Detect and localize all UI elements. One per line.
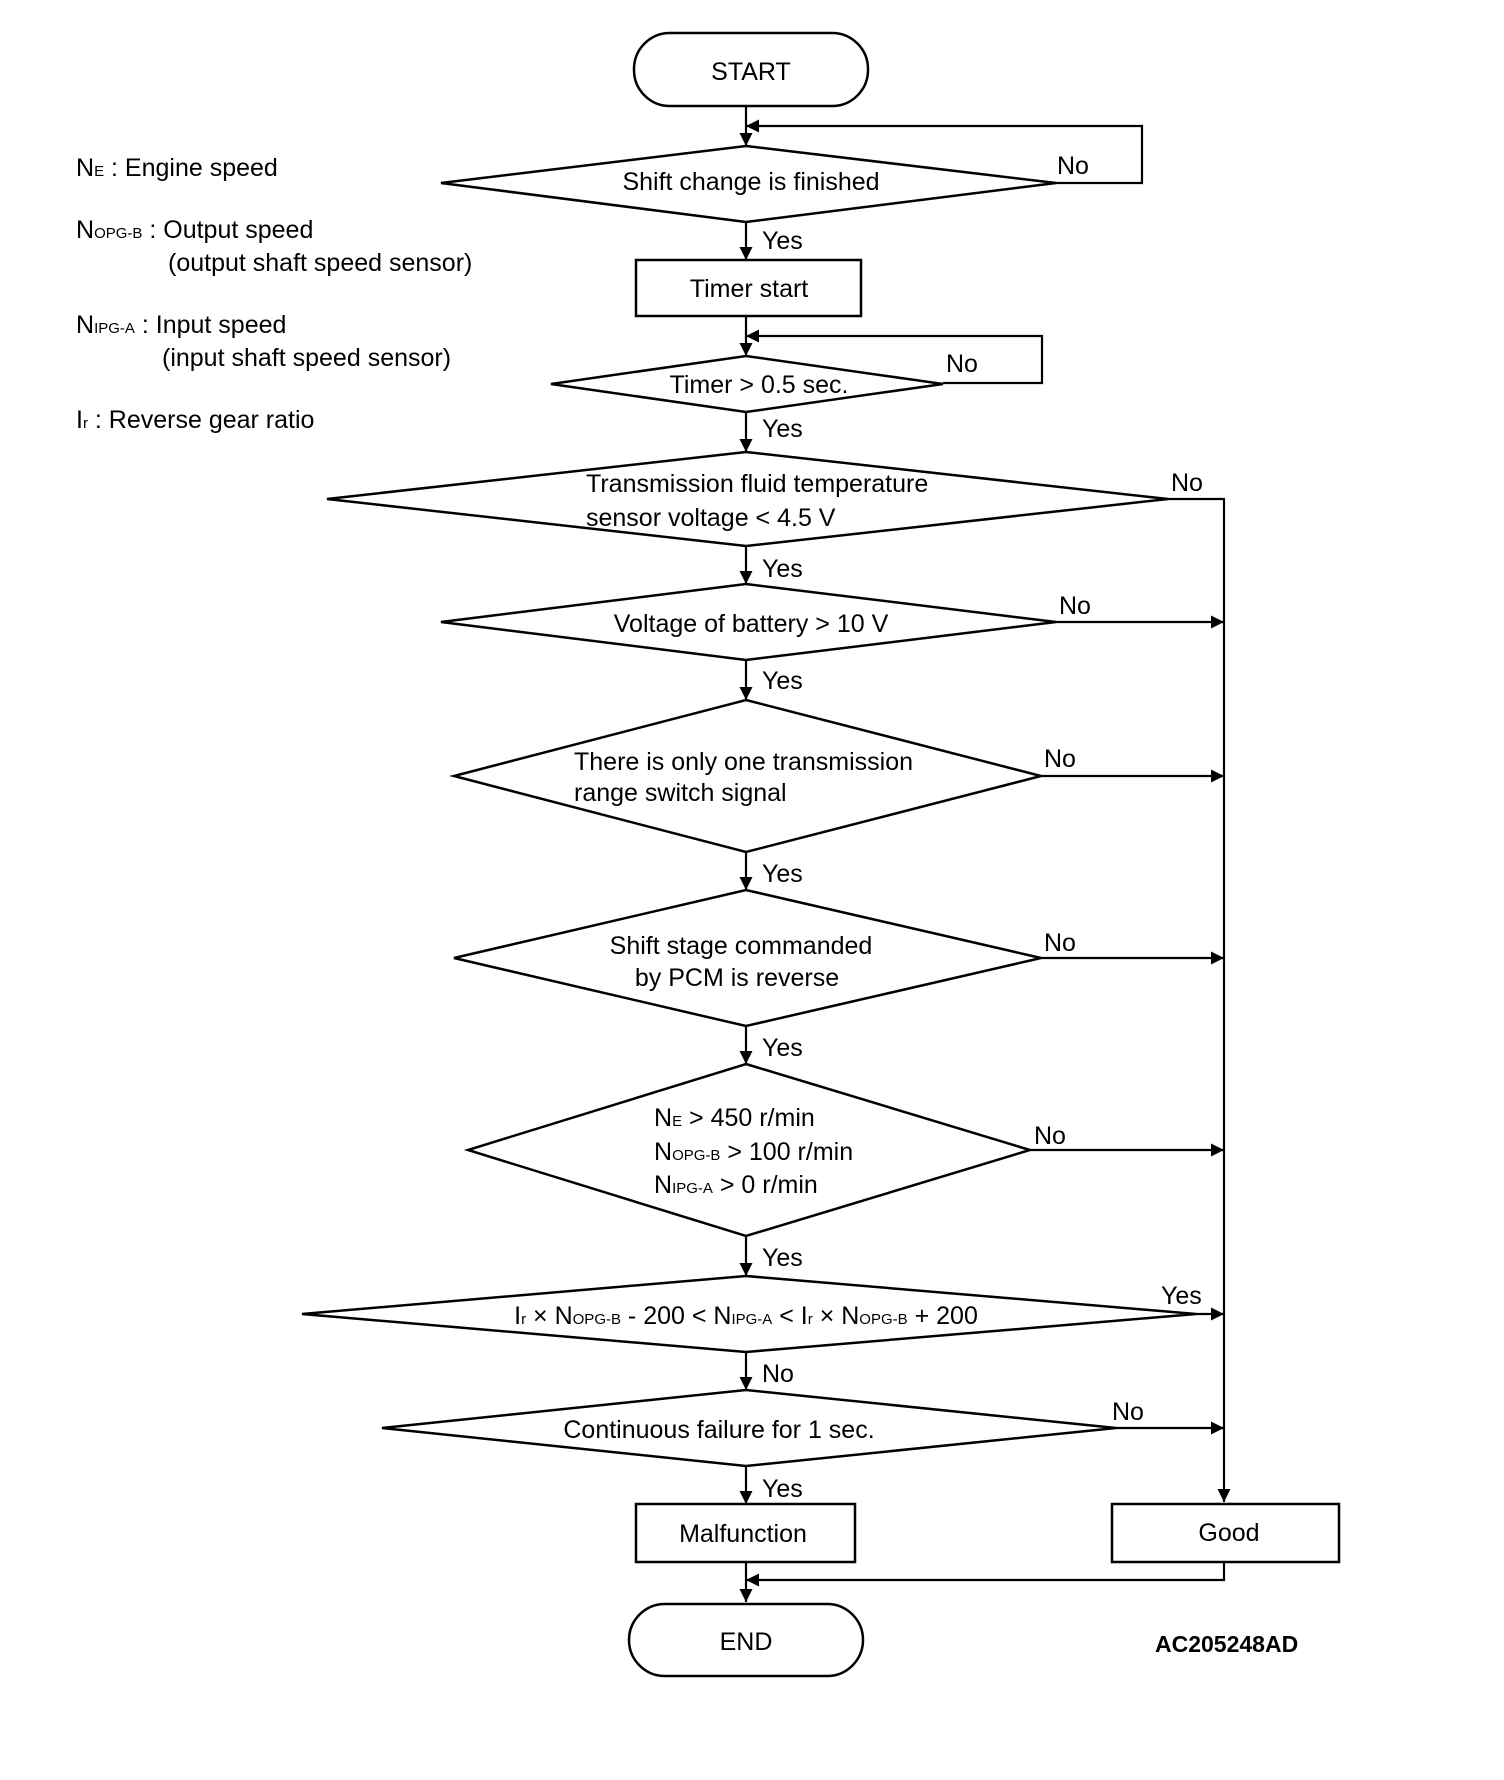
legend-nopg: NOPG-B : Output speed [76,216,313,244]
legend-nipg: NIPG-A : Input speed [76,311,286,339]
ratio-label: Ir × NOPG-B - 200 < NIPG-A < Ir × NOPG-B… [514,1302,978,1330]
timer-start-label: Timer start [690,275,809,303]
process-malfunction: Malfunction [634,1502,857,1564]
no-bus-to-good [1168,497,1231,1502]
shift-stage-label-1: Shift stage commanded [610,932,873,960]
no-label-fluid: No [1171,469,1203,497]
timer-label: Timer > 0.5 sec. [670,371,849,399]
speed-nipg-label: NIPG-A > 0 r/min [654,1171,818,1199]
shift-finished-label: Shift change is finished [622,168,879,196]
range-switch-label-1: There is only one transmission [574,748,913,776]
continuous-label: Continuous failure for 1 sec. [563,1416,874,1444]
decision-shift-stage: Shift stage commanded by PCM is reverse [453,888,1042,1028]
figure-code: AC205248AD [1155,1631,1298,1657]
process-good: Good [1110,1502,1341,1564]
yes-label-continuous: Yes [762,1475,803,1503]
end-label: END [720,1628,773,1656]
no-label-timer: No [946,350,978,378]
process-timer-start: Timer start [634,258,863,318]
malfunction-label: Malfunction [679,1520,807,1548]
decision-timer: Timer > 0.5 sec. [550,354,944,414]
no-label-range: No [1044,745,1076,773]
decision-speeds: NE > 450 r/min NOPG-B > 100 r/min NIPG-A… [463,1062,1035,1238]
decision-shift-finished: Shift change is finished [440,144,1057,224]
yes-label-battery: Yes [762,667,803,695]
no-label-speed: No [1034,1122,1066,1150]
arrow-good-to-end [746,1562,1226,1587]
speed-nopg-label: NOPG-B > 100 r/min [654,1138,853,1166]
yes-label-ratio: Yes [1161,1282,1202,1310]
loop-timer-no [746,329,1044,385]
legend-nopg-desc: (output shaft speed sensor) [168,249,472,277]
loop-shift-no [746,119,1144,185]
range-switch-label-2: range switch signal [574,779,787,807]
yes-label-shift: Yes [762,227,803,255]
decision-continuous: Continuous failure for 1 sec. [381,1388,1117,1468]
legend-ir: Ir : Reverse gear ratio [76,406,314,434]
end-node: END [627,1602,865,1678]
decision-range-switch: There is only one transmission range swi… [449,698,1042,854]
no-label-ratio: No [762,1360,794,1388]
yes-label-range: Yes [762,860,803,888]
start-node: START [632,31,870,108]
legend-ne: NE : Engine speed [76,154,278,182]
fluid-temp-label-2: sensor voltage < 4.5 V [586,504,836,532]
yes-label-timer: Yes [762,415,803,443]
yes-label-speed: Yes [762,1244,803,1272]
decision-ratio: Ir × NOPG-B - 200 < NIPG-A < Ir × NOPG-B… [301,1274,1197,1354]
connectors [739,106,1231,1602]
battery-label: Voltage of battery > 10 V [614,610,889,638]
branch-labels: No Yes No Yes No Yes No Yes No Yes No Ye… [762,152,1203,1503]
yes-label-fluid: Yes [762,555,803,583]
no-label-stage: No [1044,929,1076,957]
start-label: START [711,58,791,86]
no-label-shift: No [1057,152,1089,180]
legend: NE : Engine speed NOPG-B : Output speed … [76,154,472,434]
legend-nipg-desc: (input shaft speed sensor) [162,344,451,372]
no-label-battery: No [1059,592,1091,620]
speed-ne-label: NE > 450 r/min [654,1104,815,1132]
decision-battery: Voltage of battery > 10 V [440,582,1057,662]
fluid-temp-label-1: Transmission fluid temperature [586,470,928,498]
shift-stage-label-2: by PCM is reverse [635,964,839,992]
yes-label-stage: Yes [762,1034,803,1062]
decision-fluid-temp: Transmission fluid temperature sensor vo… [326,450,1169,548]
good-label: Good [1198,1519,1259,1547]
no-label-continuous: No [1112,1398,1144,1426]
